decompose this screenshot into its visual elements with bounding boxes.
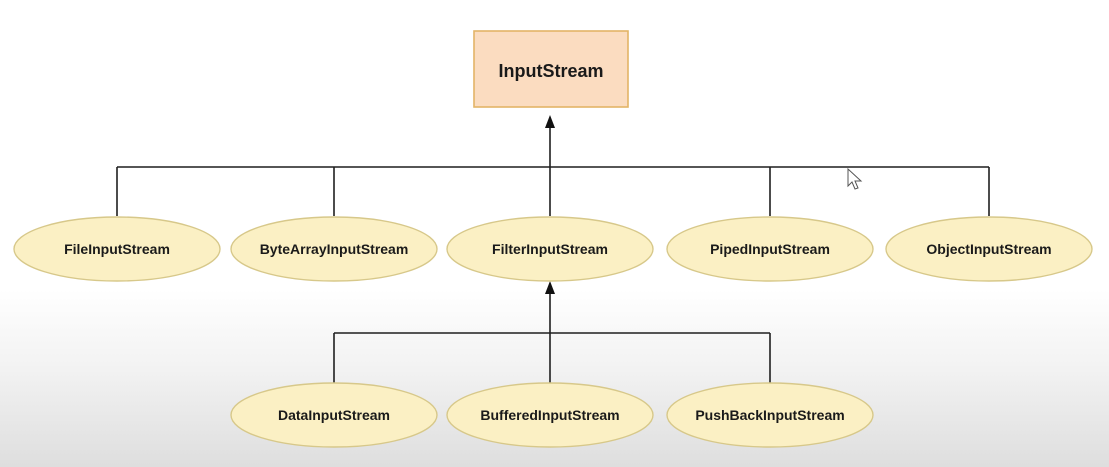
- node-datainputstream[interactable]: DataInputStream: [230, 382, 438, 448]
- filterinputstream-connectors: [333, 281, 771, 385]
- node-filterinputstream-label: FilterInputStream: [492, 241, 608, 257]
- node-pipedinputstream[interactable]: PipedInputStream: [666, 216, 874, 282]
- node-fileinputstream-ellipse: [13, 216, 221, 282]
- node-pipedinputstream-label: PipedInputStream: [710, 241, 830, 257]
- node-inputstream-label: InputStream: [498, 61, 603, 81]
- node-datainputstream-ellipse: [230, 382, 438, 448]
- node-objectinputstream-label: ObjectInputStream: [926, 241, 1051, 257]
- node-bufferedinputstream[interactable]: BufferedInputStream: [446, 382, 654, 448]
- node-filterinputstream-ellipse: [446, 216, 654, 282]
- inputstream-connectors: [116, 115, 990, 216]
- node-objectinputstream[interactable]: ObjectInputStream: [885, 216, 1093, 282]
- node-objectinputstream-ellipse: [885, 216, 1093, 282]
- node-pushbackinputstream-ellipse: [666, 382, 874, 448]
- node-pushbackinputstream[interactable]: PushBackInputStream: [666, 382, 874, 448]
- node-bytearrayinputstream-label: ByteArrayInputStream: [260, 241, 409, 257]
- node-inputstream[interactable]: InputStream: [473, 30, 629, 108]
- node-pipedinputstream-ellipse: [666, 216, 874, 282]
- mouse-pointer-icon: [847, 167, 863, 190]
- arrowhead-to-filterinputstream: [545, 281, 555, 294]
- node-datainputstream-label: DataInputStream: [278, 407, 390, 423]
- node-fileinputstream[interactable]: FileInputStream: [13, 216, 221, 282]
- node-bytearrayinputstream-ellipse: [230, 216, 438, 282]
- node-pushbackinputstream-label: PushBackInputStream: [695, 407, 844, 423]
- node-bufferedinputstream-ellipse: [446, 382, 654, 448]
- node-filterinputstream[interactable]: FilterInputStream: [446, 216, 654, 282]
- node-bufferedinputstream-label: BufferedInputStream: [480, 407, 619, 423]
- node-fileinputstream-label: FileInputStream: [64, 241, 170, 257]
- node-inputstream-box: [473, 30, 629, 108]
- node-bytearrayinputstream[interactable]: ByteArrayInputStream: [230, 216, 438, 282]
- arrowhead-to-inputstream: [545, 115, 555, 128]
